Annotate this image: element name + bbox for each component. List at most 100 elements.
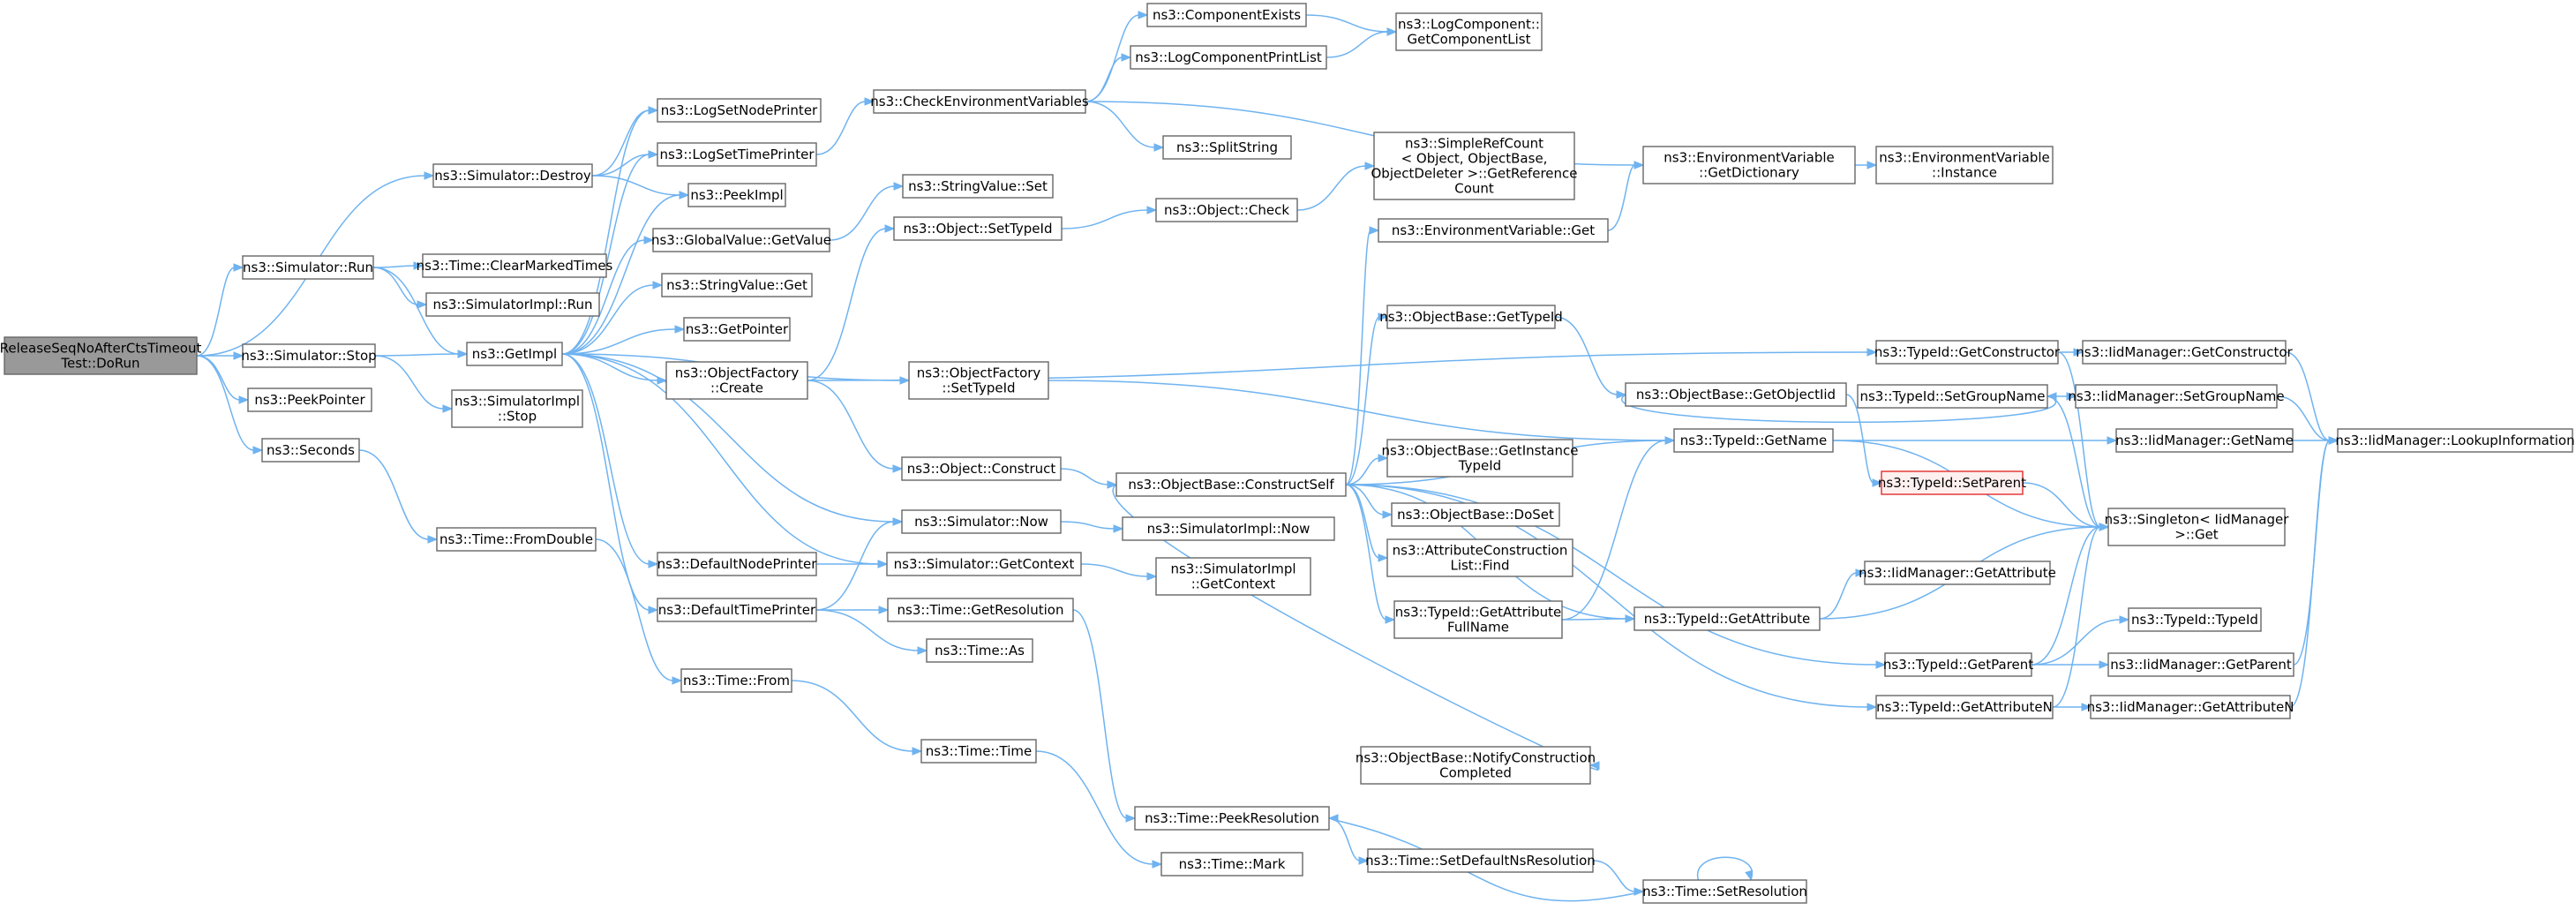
node-box[interactable]	[657, 598, 817, 622]
node-time-mark[interactable]: ns3::Time::Mark	[1160, 852, 1303, 877]
node-box[interactable]	[2128, 607, 2262, 632]
node-box[interactable]	[1864, 561, 2051, 585]
node-iid-get-ctor[interactable]: ns3::IidManager::GetConstructor	[2076, 340, 2294, 365]
node-obj-base-do-set[interactable]: ns3::ObjectBase::DoSet	[1391, 502, 1560, 527]
node-box[interactable]	[1160, 852, 1303, 877]
node-seconds[interactable]: ns3::Seconds	[261, 438, 360, 463]
node-env-get-dict[interactable]: ns3::EnvironmentVariable::GetDictionary	[1642, 146, 1856, 184]
node-box[interactable]	[2337, 428, 2573, 453]
node-singleton-get[interactable]: ns3::Singleton< IidManager>::Get	[2105, 508, 2290, 546]
node-type-id-get-ctor[interactable]: ns3::TypeId::GetConstructor	[1874, 340, 2061, 365]
node-box[interactable]	[1373, 132, 1575, 200]
node-type-id-get-attr[interactable]: ns3::TypeId::GetAttribute	[1633, 606, 1821, 631]
node-get-impl[interactable]: ns3::GetImpl	[466, 342, 563, 366]
node-box[interactable]	[1155, 557, 1311, 596]
node-log-set-node[interactable]: ns3::LogSetNodePrinter	[657, 98, 822, 123]
node-box[interactable]	[1875, 340, 2059, 365]
node-def-node-printer[interactable]: ns3::DefaultNodePrinter	[657, 552, 818, 576]
node-env-instance[interactable]: ns3::EnvironmentVariable::Instance	[1875, 146, 2054, 184]
node-type-id-set-parent[interactable]: ns3::TypeId::SetParent	[1878, 470, 2026, 495]
node-time-from[interactable]: ns3::Time::From	[680, 668, 792, 693]
node-box[interactable]	[683, 317, 791, 342]
node-box[interactable]	[1155, 198, 1298, 222]
node-sim-impl-run[interactable]: ns3::SimulatorImpl::Run	[425, 292, 600, 317]
node-box[interactable]	[657, 98, 822, 123]
node-box[interactable]	[4, 336, 198, 375]
node-box[interactable]	[2115, 428, 2294, 453]
node-check-env[interactable]: ns3::CheckEnvironmentVariables	[870, 89, 1089, 114]
node-box[interactable]	[436, 527, 597, 552]
node-iid-set-group-name[interactable]: ns3::IidManager::SetGroupName	[2068, 384, 2285, 409]
node-box[interactable]	[1884, 652, 2032, 677]
node-type-id-get-name[interactable]: ns3::TypeId::GetName	[1673, 428, 1834, 453]
node-box[interactable]	[901, 509, 1062, 534]
node-sim-impl-now[interactable]: ns3::SimulatorImpl::Now	[1122, 516, 1335, 541]
node-box[interactable]	[873, 89, 1086, 114]
node-box[interactable]	[425, 292, 600, 317]
node-box[interactable]	[451, 389, 583, 428]
node-obj-construct[interactable]: ns3::Object::Construct	[901, 456, 1062, 481]
node-type-id-get-attr-n[interactable]: ns3::TypeId::GetAttributeN	[1875, 695, 2054, 719]
node-clear-marked[interactable]: ns3::Time::ClearMarkedTimes	[417, 253, 613, 278]
node-box[interactable]	[886, 552, 1082, 576]
node-time-time[interactable]: ns3::Time::Time	[920, 739, 1037, 764]
node-peek-res[interactable]: ns3::Time::PeekResolution	[1134, 806, 1330, 831]
node-def-time-printer[interactable]: ns3::DefaultTimePrinter	[657, 598, 817, 622]
node-box[interactable]	[887, 598, 1074, 622]
node-box[interactable]	[2090, 695, 2291, 719]
node-box[interactable]	[687, 183, 786, 207]
node-comp-exists[interactable]: ns3::ComponentExists	[1146, 3, 1307, 27]
node-box[interactable]	[657, 142, 817, 167]
node-set-def-ns-res[interactable]: ns3::Time::SetDefaultNsResolution	[1365, 848, 1596, 873]
node-from-double[interactable]: ns3::Time::FromDouble	[436, 527, 597, 552]
node-box[interactable]	[1386, 538, 1573, 577]
node-box[interactable]	[1881, 470, 2024, 495]
node-box[interactable]	[680, 668, 792, 693]
node-box[interactable]	[247, 388, 372, 412]
node-time-as[interactable]: ns3::Time::As	[926, 638, 1033, 663]
node-iid-get-attr-n[interactable]: ns3::IidManager::GetAttributeN	[2087, 695, 2294, 719]
node-obj-fact-set-type-id[interactable]: ns3::ObjectFactory::SetTypeId	[908, 361, 1049, 400]
node-box[interactable]	[242, 343, 376, 368]
node-box[interactable]	[2107, 652, 2294, 677]
node-sim-impl-get-ctx[interactable]: ns3::SimulatorImpl::GetContext	[1155, 557, 1311, 596]
node-obj-set-type-id[interactable]: ns3::Object::SetTypeId	[893, 216, 1063, 241]
node-box[interactable]	[1633, 606, 1821, 631]
node-box[interactable]	[901, 456, 1062, 481]
node-sim-get-context[interactable]: ns3::Simulator::GetContext	[886, 552, 1082, 576]
node-sim-destroy[interactable]: ns3::Simulator::Destroy	[432, 163, 593, 188]
node-box[interactable]	[422, 253, 607, 278]
node-type-id-get-parent[interactable]: ns3::TypeId::GetParent	[1883, 652, 2033, 677]
node-log-comp-get[interactable]: ns3::LogComponent::GetComponentList	[1395, 12, 1543, 51]
node-obj-fact-create[interactable]: ns3::ObjectFactory::Create	[665, 361, 808, 400]
node-box[interactable]	[261, 438, 360, 463]
node-log-comp-print[interactable]: ns3::LogComponentPrintList	[1130, 45, 1327, 70]
node-box[interactable]	[242, 255, 374, 280]
node-obj-base-get-object-iid[interactable]: ns3::ObjectBase::GetObjectIid	[1625, 382, 1847, 407]
node-box[interactable]	[1673, 428, 1834, 453]
node-box[interactable]	[1146, 3, 1307, 27]
node-iid-lookup[interactable]: ns3::IidManager::LookupInformation	[2335, 428, 2575, 453]
node-sim-stop[interactable]: ns3::Simulator::Stop	[241, 343, 377, 368]
node-box[interactable]	[1875, 695, 2054, 719]
node-box[interactable]	[1386, 305, 1556, 329]
node-time-set-res[interactable]: ns3::Time::SetResolution	[1642, 879, 1807, 904]
node-peek-impl[interactable]: ns3::PeekImpl	[687, 183, 786, 207]
node-box[interactable]	[1391, 502, 1560, 527]
node-box[interactable]	[908, 361, 1049, 400]
node-box[interactable]	[1875, 146, 2054, 184]
node-box[interactable]	[1115, 472, 1347, 497]
node-box[interactable]	[920, 739, 1037, 764]
node-peek-pointer[interactable]: ns3::PeekPointer	[247, 388, 372, 412]
node-env-get[interactable]: ns3::EnvironmentVariable::Get	[1378, 218, 1609, 243]
node-box[interactable]	[926, 638, 1033, 663]
node-sim-run[interactable]: ns3::Simulator::Run	[242, 255, 374, 280]
node-box[interactable]	[1642, 146, 1856, 184]
node-box[interactable]	[1122, 516, 1335, 541]
node-box[interactable]	[1162, 135, 1292, 160]
node-box[interactable]	[1625, 382, 1847, 407]
node-box[interactable]	[893, 216, 1063, 241]
node-iid-get-parent[interactable]: ns3::IidManager::GetParent	[2107, 652, 2294, 677]
